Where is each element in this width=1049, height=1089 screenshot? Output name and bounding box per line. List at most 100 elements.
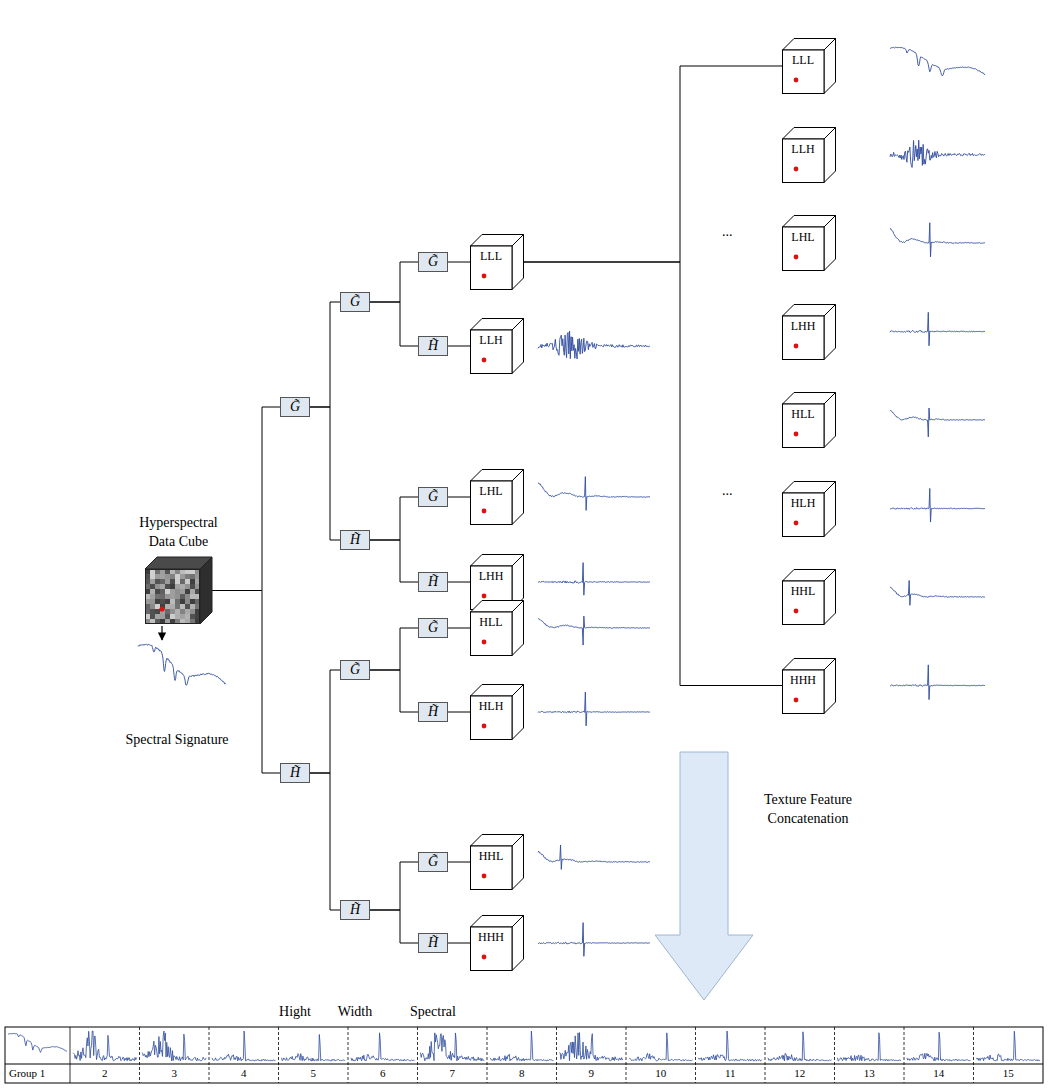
pixel-dot [794,343,799,348]
pixel-dot [482,274,487,279]
image-tile [150,604,155,609]
filter-box: G̃ [418,487,448,507]
subband-cube: LHH [470,554,524,610]
filter-box: G̃ [280,397,310,417]
image-tile [165,609,170,614]
image-tile [195,599,200,604]
axis-label: Hight [265,1002,325,1021]
cube-side [824,658,836,713]
image-tile [165,569,170,574]
group-label: 8 [487,1066,557,1081]
image-tile [190,594,195,599]
image-tile [160,609,165,614]
group-label: 13 [835,1066,905,1081]
image-tile [150,574,155,579]
cube-side [512,685,524,740]
image-tile [175,609,180,614]
cube-top [783,127,836,139]
image-tile [195,574,200,579]
subband-label: HHL [782,569,824,598]
filter-symbol: H̃ [350,531,360,549]
image-tile [195,619,200,624]
image-tile [180,574,185,579]
connector-line [212,407,280,591]
filter-box: H̃ [280,763,310,783]
pixel-dot [482,509,487,514]
image-tile [165,614,170,619]
filter-symbol: G̃ [350,293,360,311]
subband-cube: HHH [782,658,836,714]
cube-front [471,481,513,525]
subband-label: LLL [470,234,512,263]
cube-outline [470,469,524,525]
image-tile [155,619,160,624]
filter-symbol: H̃ [428,337,438,355]
cube-heading: Hyperspectral Data Cube [127,513,231,551]
subband-signal-plot [890,47,985,76]
cube-front [783,581,825,625]
pixel-dot [482,955,487,960]
pixel-dot [159,606,164,611]
image-tile [170,609,175,614]
image-tile [170,574,175,579]
image-tile [195,589,200,594]
image-tile [160,619,165,624]
image-tile [190,609,195,614]
strip-divider [5,1064,1043,1065]
image-tile [190,604,195,609]
image-tile [165,594,170,599]
cell-divider [70,1027,71,1083]
connector-line [370,540,418,582]
subband-cube: LLH [470,318,524,374]
image-tile [170,584,175,589]
group-signal-plot [629,1033,693,1061]
image-tile [175,614,180,619]
group-label: 3 [140,1066,210,1081]
cube-outline [782,127,836,183]
cube-front [471,846,513,890]
cube-side [512,916,524,971]
group-label: 14 [904,1066,974,1081]
cube-side [512,835,524,890]
signal-caption: Spectral Signature [125,730,229,749]
subband-signal-plot [890,408,985,437]
group-signal-plot [282,1034,346,1060]
cube-side [824,304,836,359]
image-tile [190,619,195,624]
image-tile [145,594,150,599]
pixel-dot [794,78,799,83]
image-tile [180,569,185,574]
cell-divider [278,1027,279,1083]
cube-top [145,557,212,569]
cell-divider [139,1027,140,1083]
image-tile [150,584,155,589]
connector-line [370,262,418,302]
subband-signal-plot [890,665,985,700]
image-tile [165,584,170,589]
axis-label: Width [325,1002,385,1021]
cell-divider [487,1027,488,1083]
filter-symbol: G̃ [350,661,360,679]
image-tile [150,619,155,624]
cube-side [824,39,836,94]
connector-line [524,262,782,686]
filter-box: G̃ [340,292,370,312]
image-tile [185,619,190,624]
image-tile [160,569,165,574]
filter-symbol: H̃ [428,703,438,721]
image-tile [170,619,175,624]
strip-cell-lines [70,1027,974,1083]
cube-outline [782,569,836,625]
image-tile [145,599,150,604]
cube-top [783,658,836,670]
subband-cube: HHL [470,834,524,890]
group-signal-plot [143,1031,207,1061]
cube-outline [470,834,524,890]
subband-cube: LHH [782,304,836,360]
filter-symbol: H̃ [428,573,438,591]
subband-label: LHL [782,215,824,244]
filter-box: G̃ [418,252,448,272]
connector-line [448,346,470,347]
cube-top [471,835,524,847]
